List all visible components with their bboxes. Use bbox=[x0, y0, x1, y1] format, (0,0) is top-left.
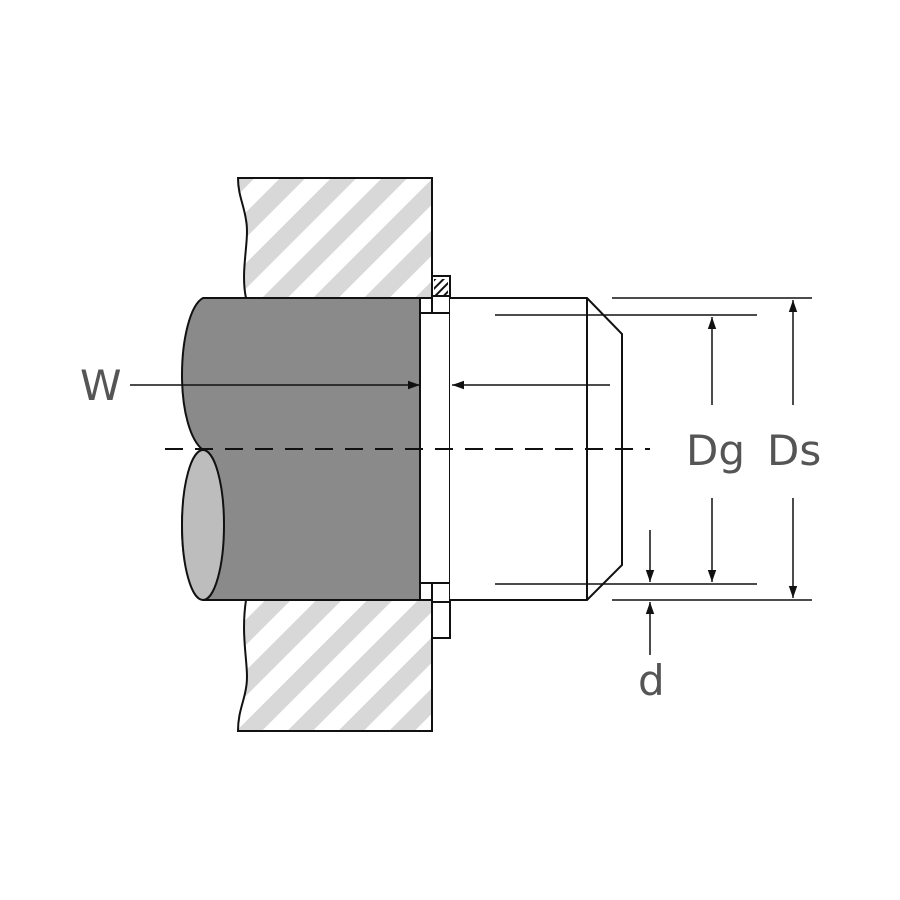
label-ds: Ds bbox=[767, 426, 821, 475]
shaft-end-face bbox=[181, 449, 225, 601]
label-w: W bbox=[80, 361, 122, 410]
label-dg: Dg bbox=[686, 426, 745, 475]
seal-flange-bottom bbox=[431, 582, 451, 639]
housing-bottom bbox=[236, 599, 433, 732]
housing-top bbox=[236, 177, 433, 299]
label-d: d bbox=[638, 656, 665, 705]
seal-flange-top-hatch bbox=[434, 279, 448, 295]
